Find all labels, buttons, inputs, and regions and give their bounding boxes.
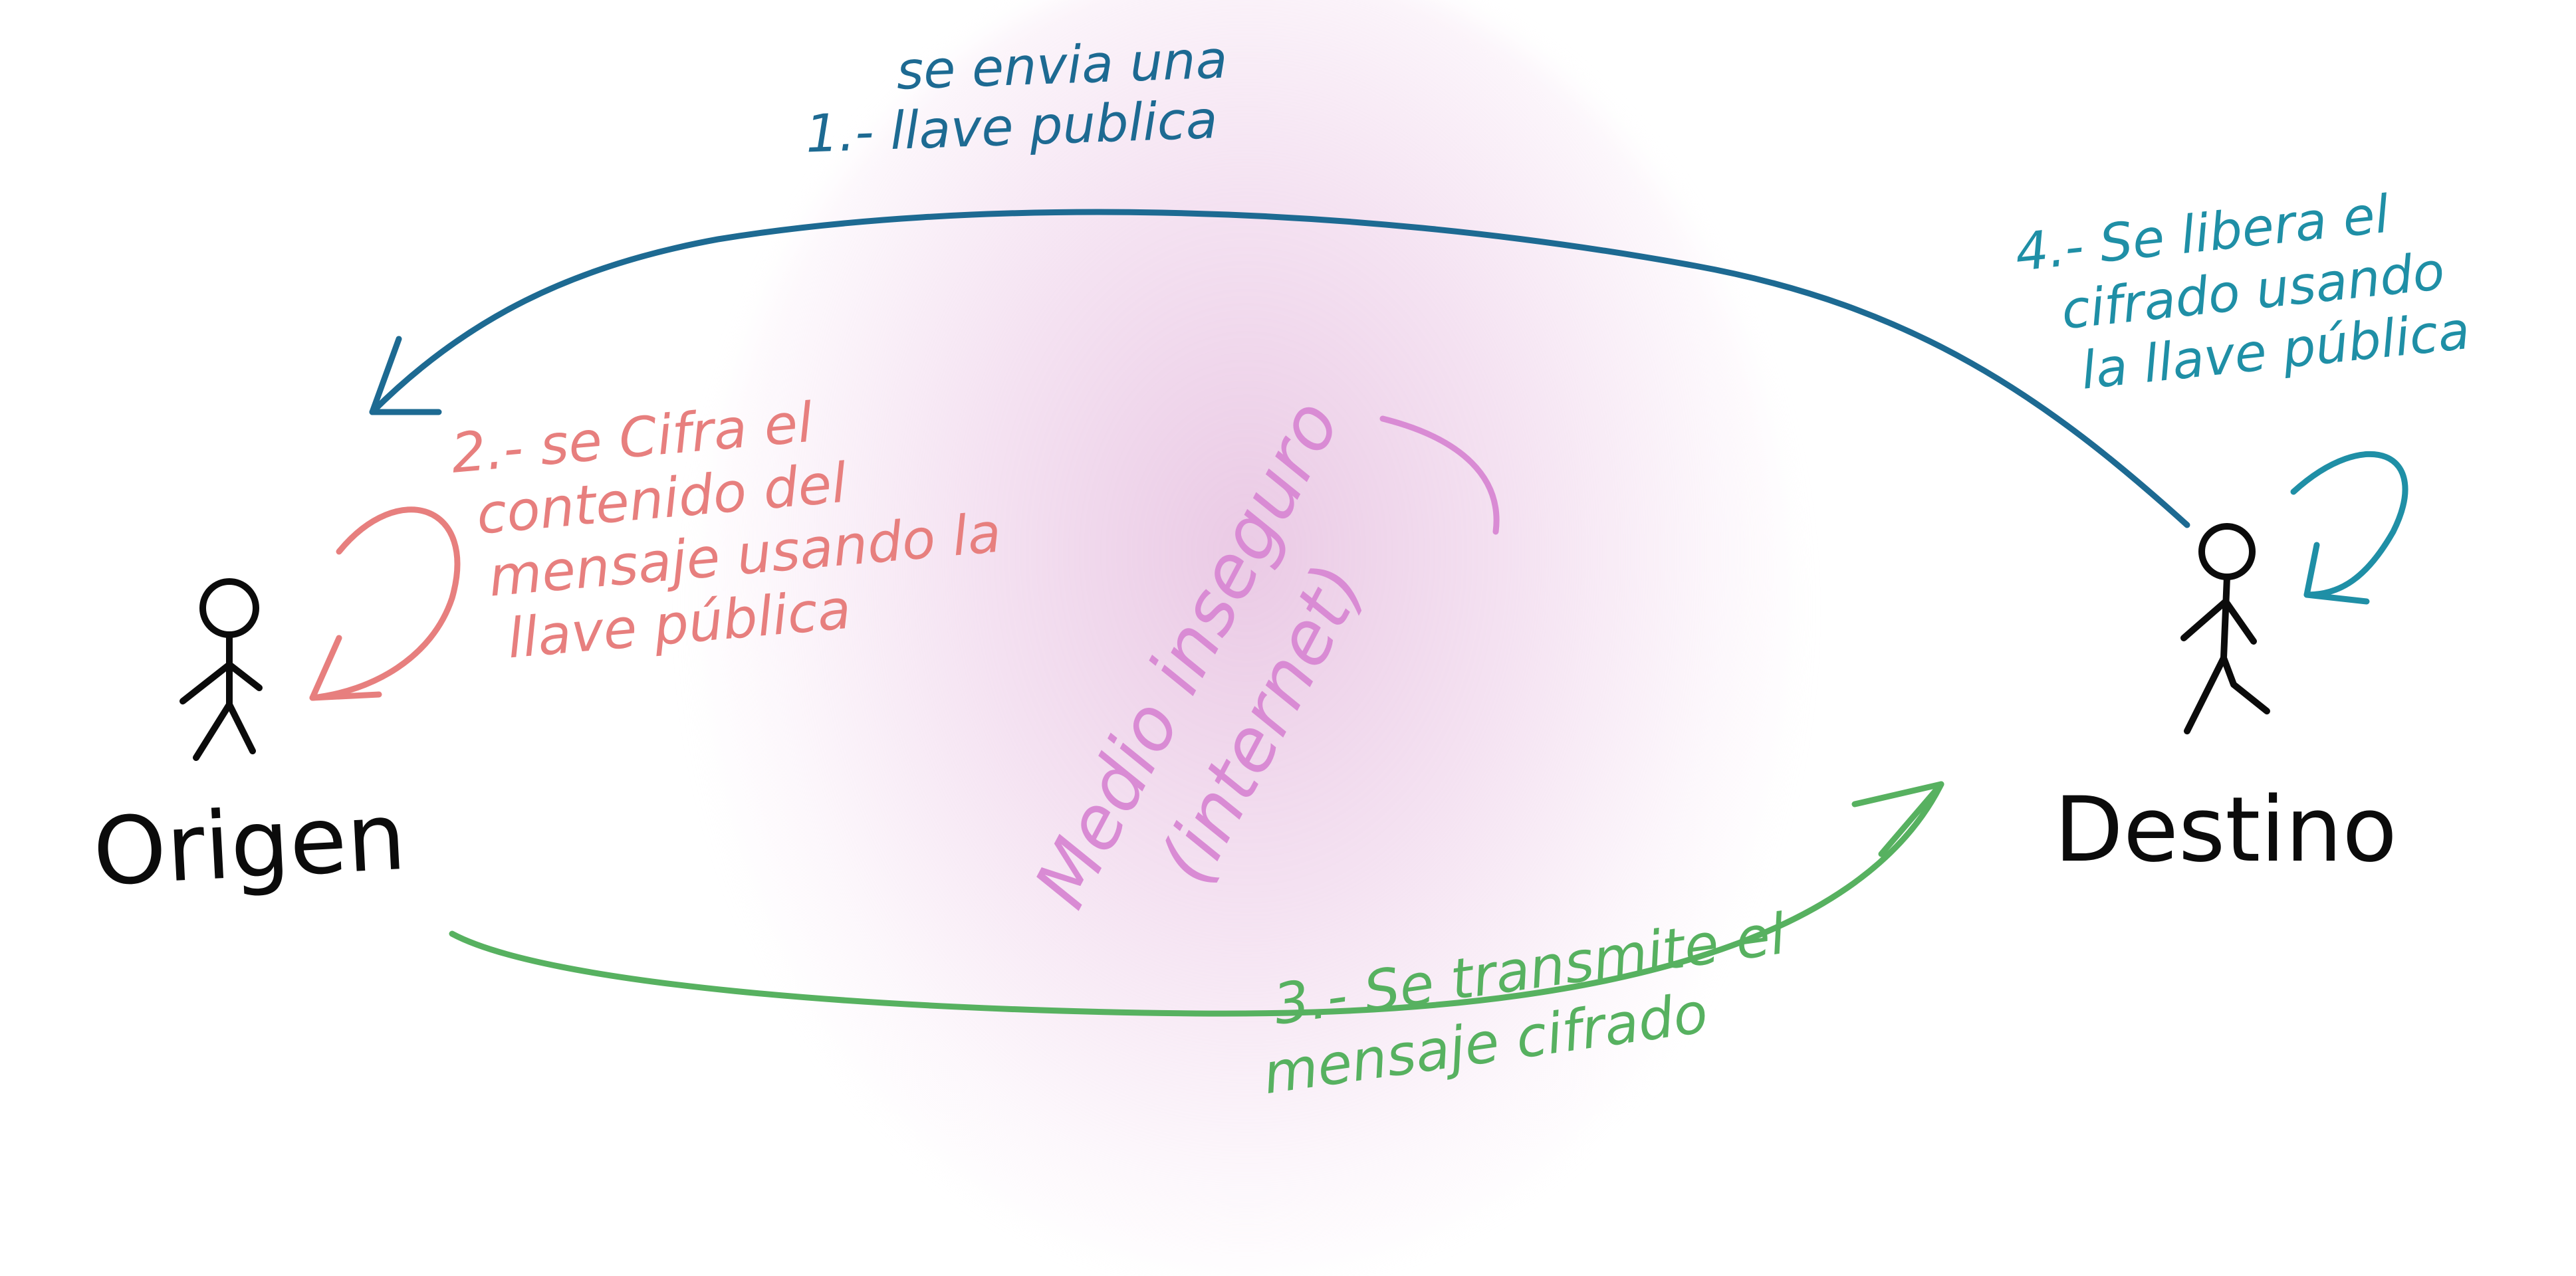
- arrow-encrypt-loop-head: [309, 635, 382, 701]
- origin-arms: [179, 661, 263, 704]
- destination-legs: [2184, 655, 2270, 734]
- arrow-encrypted-message-head: [1851, 781, 1944, 857]
- arrow-decrypt-loop-shaft: [2290, 451, 2408, 598]
- arrow-public-key-shaft: [369, 209, 2190, 528]
- medium-parenthesis: [1379, 415, 1500, 535]
- arrow-decrypt-loop-head: [2303, 542, 2370, 605]
- destination-head: [2198, 523, 2256, 580]
- arrow-encrypted-message-shaft: [449, 781, 1944, 1017]
- arrow-public-key-head: [369, 336, 442, 415]
- step1-label: se envia una 1.- llave publica: [804, 30, 1230, 164]
- arrow-decrypt-loop: [2290, 451, 2408, 605]
- origin-stick-figure: [179, 578, 263, 761]
- destination-label: Destino: [2054, 778, 2397, 882]
- arrow-encrypted-message: [449, 781, 1944, 1017]
- step2-label: 2.- se Cifra el contenido del mensaje us…: [449, 375, 1009, 675]
- destination-body: [2220, 574, 2230, 661]
- origin-head: [199, 578, 259, 638]
- diagram-strokes: [179, 209, 2408, 1017]
- origin-legs: [193, 701, 256, 761]
- destination-stick-figure: [2180, 523, 2270, 734]
- arrow-encrypt-loop-shaft: [309, 506, 461, 701]
- arrow-encrypt-loop: [309, 506, 461, 701]
- arrow-public-key: [369, 209, 2190, 528]
- origin-label: Origen: [90, 782, 409, 908]
- destination-arms: [2180, 598, 2257, 645]
